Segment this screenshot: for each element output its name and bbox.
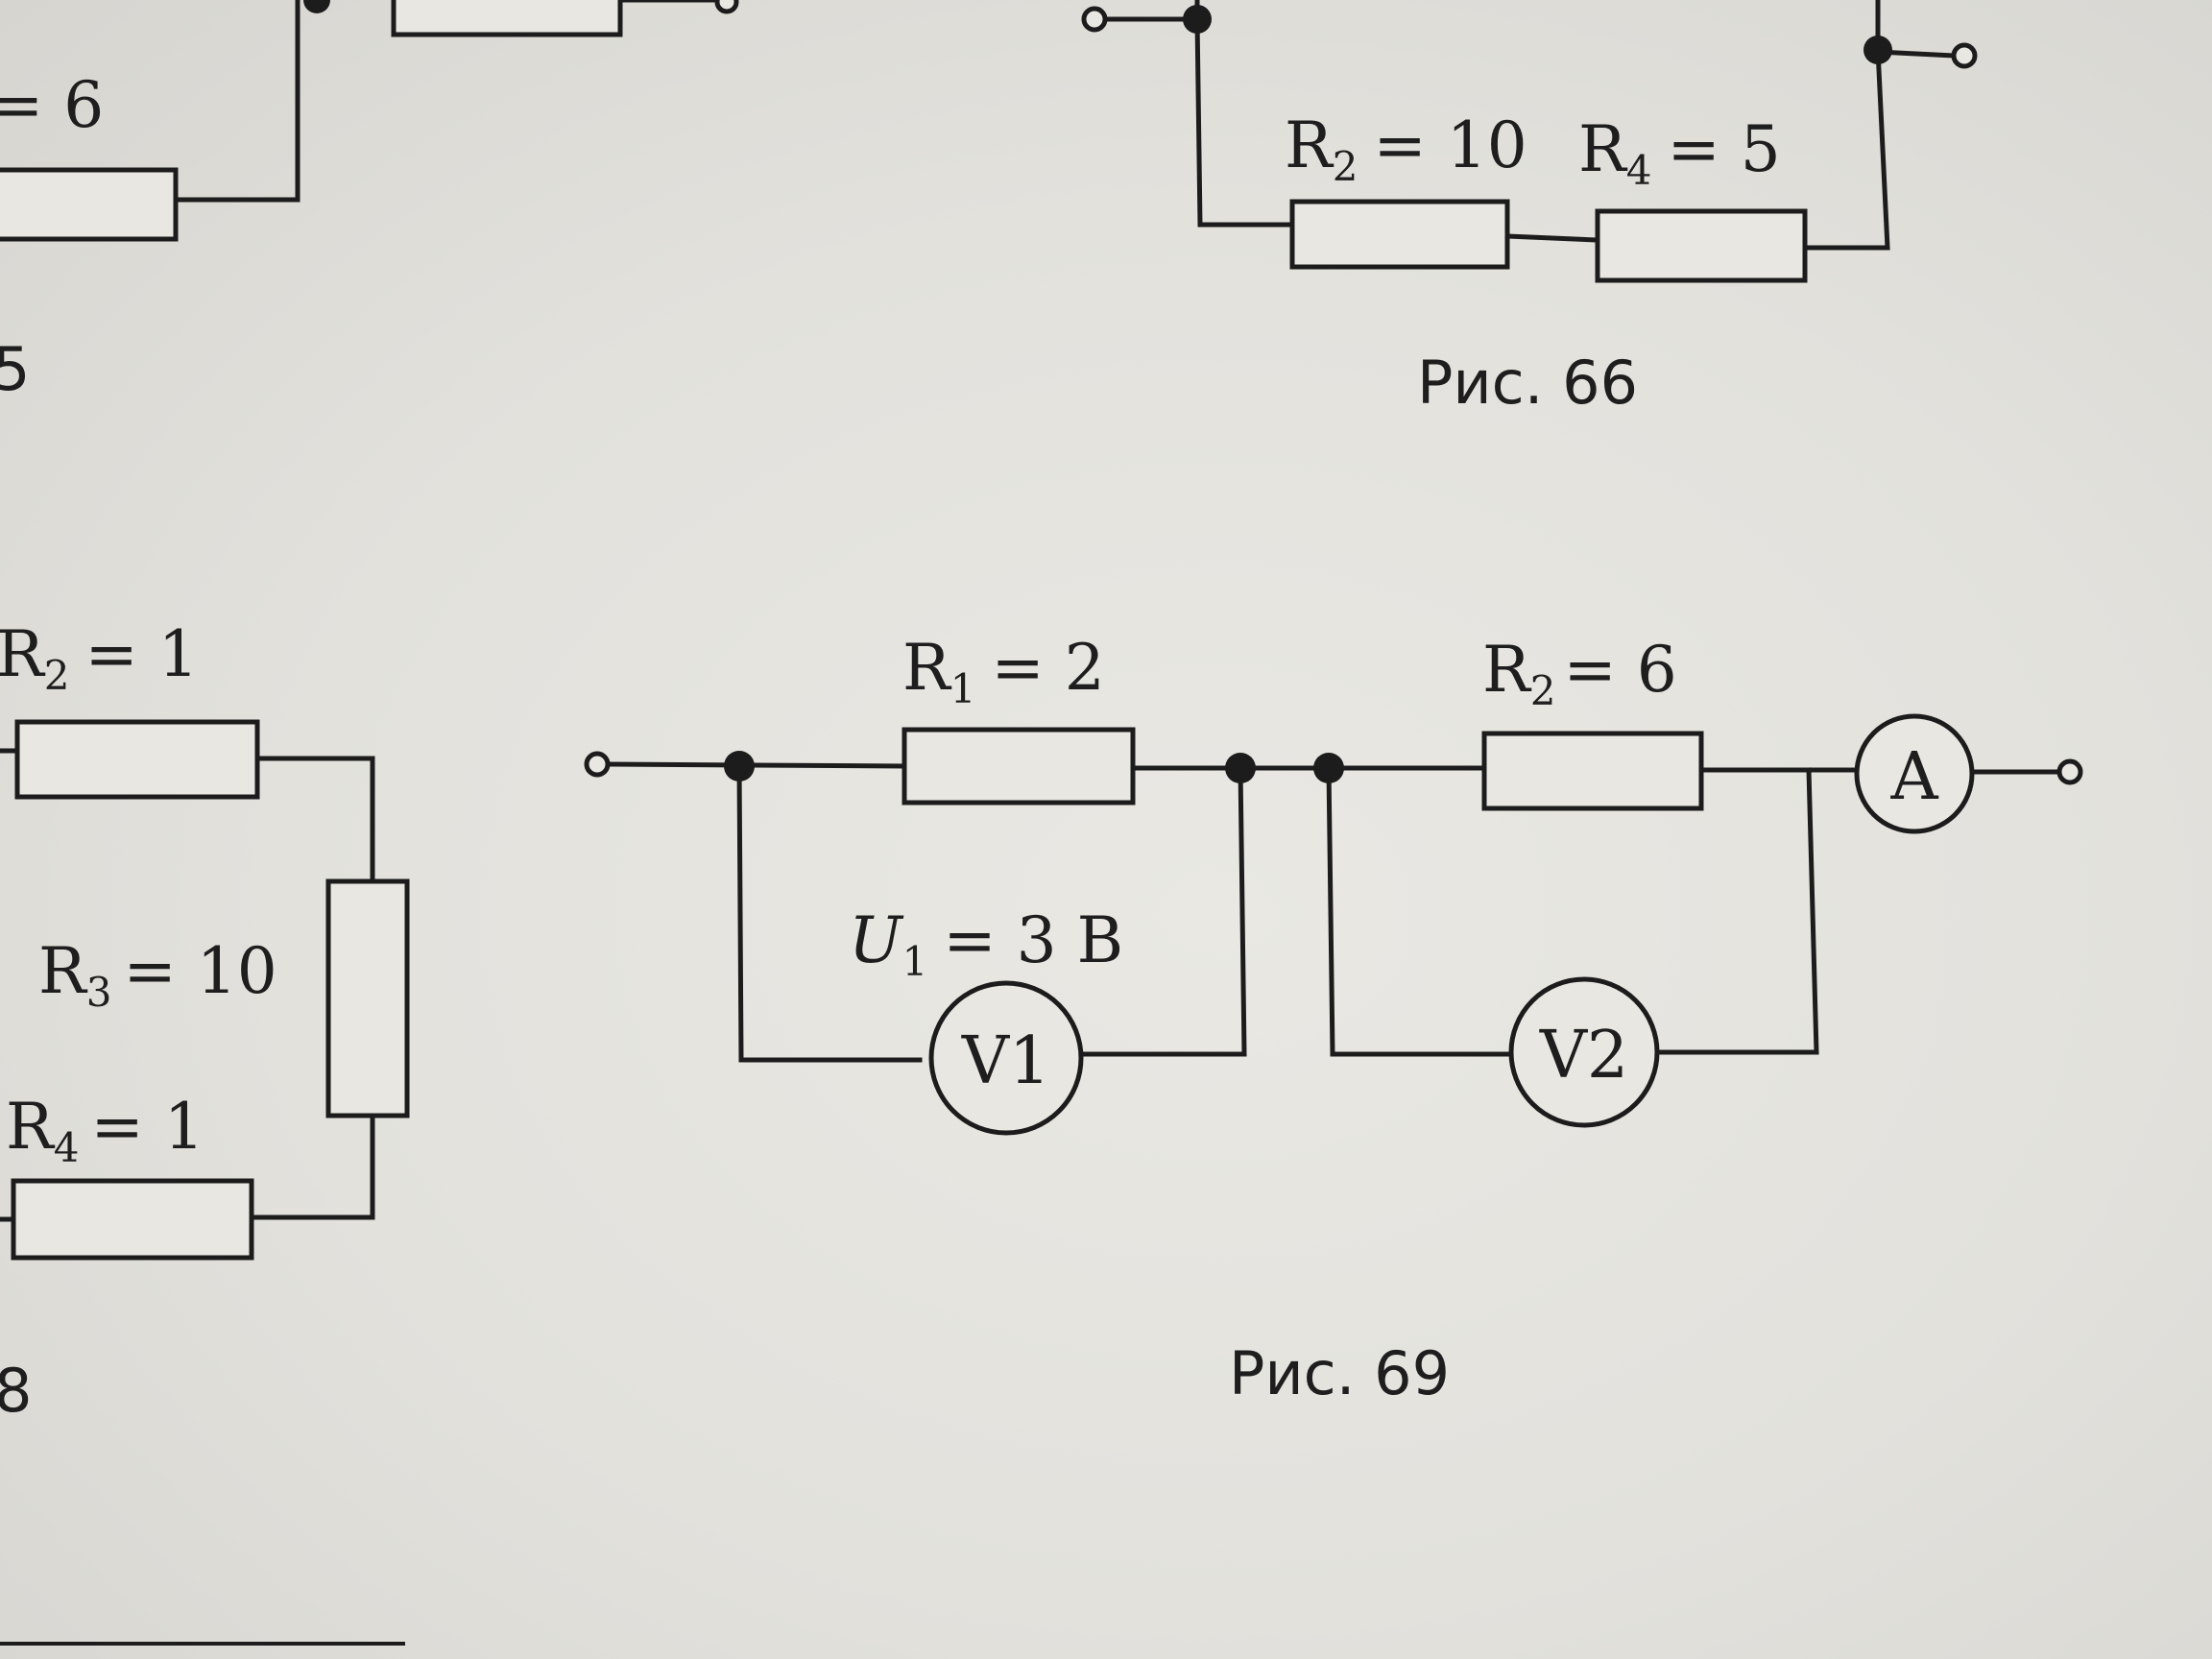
figure-69: A V1 V2 R1= 2 R2= 6 U1= 3 В Рис. 69 xyxy=(584,631,2083,1408)
junction-3-fig69 xyxy=(1313,753,1344,783)
junction-left-fig66 xyxy=(1183,5,1212,34)
resistor-r2-fig66 xyxy=(1289,199,1510,270)
terminal-top-fragment xyxy=(714,0,739,14)
resistor-r3-label-left: R3= 10 xyxy=(38,934,277,1016)
voltmeter-v1-label: V1 xyxy=(961,1023,1050,1099)
figure-number-fragment-top: 5 xyxy=(0,334,30,404)
voltage-u1-label: U1= 3 В xyxy=(849,903,1123,985)
figure-66-caption: Рис. 66 xyxy=(1417,348,1638,418)
terminal-right-fig66 xyxy=(1951,42,1978,69)
voltmeter-v2-label: V2 xyxy=(1539,1018,1628,1094)
resistor-r4-left xyxy=(11,1178,254,1261)
resistor-top-left xyxy=(0,167,179,242)
junction-right-fig66 xyxy=(1863,36,1892,64)
resistor-r4-label-left: R4= 1 xyxy=(6,1090,204,1171)
junction-2-fig69 xyxy=(1225,753,1256,783)
resistor-r1-label-fig69: R1= 2 xyxy=(902,631,1105,712)
terminal-right-fig69 xyxy=(2056,758,2083,785)
ammeter-label: A xyxy=(1889,739,1938,815)
resistor-top-fragment xyxy=(391,0,623,37)
resistor-r4-label-fig66: R4= 5 xyxy=(1578,112,1781,194)
resistor-top-left-label: = 6 xyxy=(0,68,104,142)
left-circuit-fragment: R2= 1 R3= 10 R4= 1 8 xyxy=(0,617,410,1646)
resistor-r2-label-fig66: R2= 10 xyxy=(1285,108,1527,190)
figure-66: R2= 10 R4= 5 Рис. 66 xyxy=(1081,0,1978,418)
resistor-r2-label-fig69: R2= 6 xyxy=(1482,633,1677,714)
junction-top-fragment xyxy=(303,0,330,13)
resistor-r2-fig69 xyxy=(1481,731,1704,811)
terminal-left-fig66 xyxy=(1081,6,1108,33)
voltmeter-v1 xyxy=(928,980,1084,1136)
junction-1-fig69 xyxy=(724,751,755,781)
resistor-r1-fig69 xyxy=(902,727,1136,805)
figure-number-fragment-left: 8 xyxy=(0,1356,32,1426)
figure-69-caption: Рис. 69 xyxy=(1229,1338,1450,1408)
top-left-circuit-fragment: = 6 5 xyxy=(0,0,739,404)
resistor-r2-label-left: R2= 1 xyxy=(0,617,199,699)
terminal-left-fig69 xyxy=(584,751,611,778)
resistor-r3-left xyxy=(325,878,410,1118)
resistor-r2-left xyxy=(14,719,260,800)
resistor-r4-fig66 xyxy=(1595,208,1808,283)
